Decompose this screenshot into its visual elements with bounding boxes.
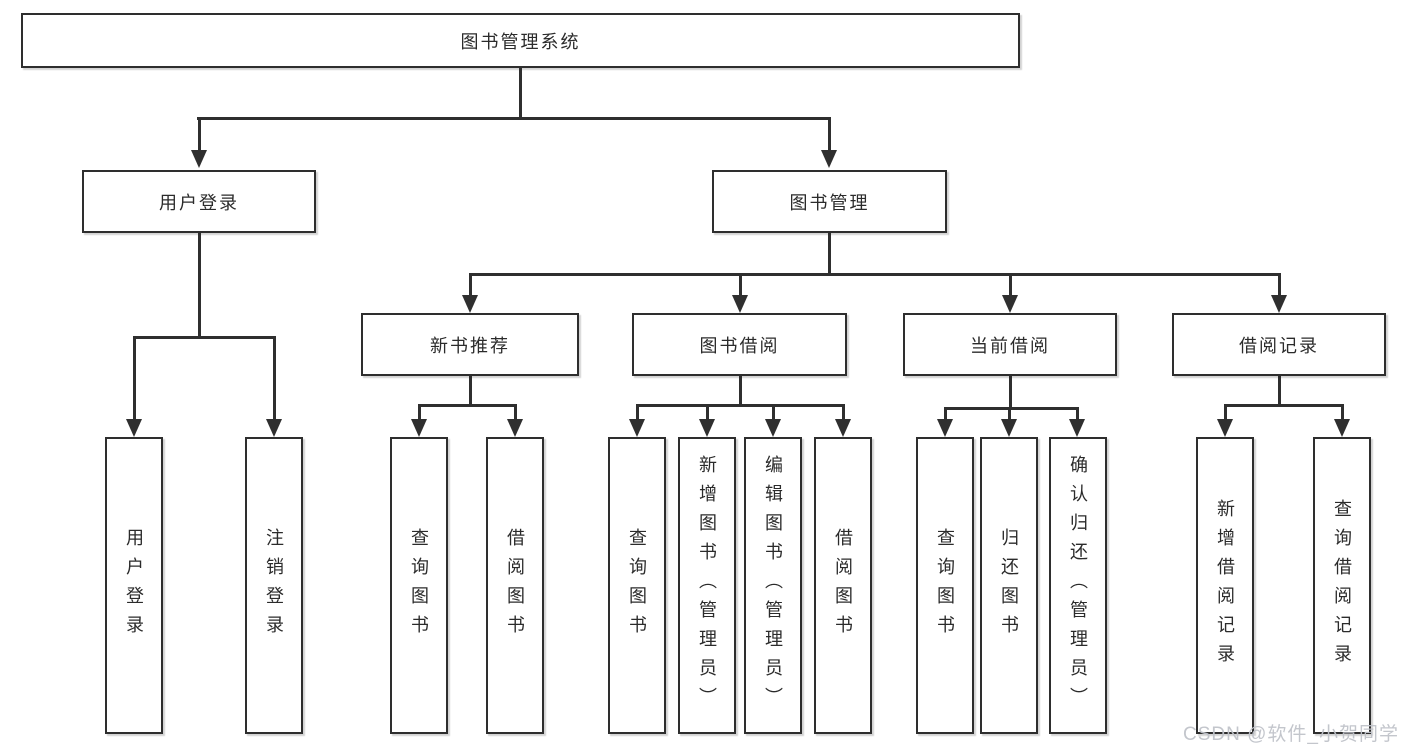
connector bbox=[1277, 273, 1281, 295]
leaf-records-add-record: 新增借阅记录 bbox=[1196, 437, 1254, 734]
arrowhead-icon bbox=[411, 419, 427, 437]
connector bbox=[771, 404, 775, 419]
arrowhead-icon bbox=[1271, 295, 1287, 313]
leaf-recommend-borrow-books: 借阅图书 bbox=[486, 437, 544, 734]
leaf-current-query-books-label: 查询图书 bbox=[935, 527, 955, 644]
leaf-borrow-edit-books-admin-label: 编辑图书（管理员） bbox=[763, 455, 783, 716]
leaf-current-query-books: 查询图书 bbox=[916, 437, 974, 734]
connector bbox=[1008, 273, 1012, 295]
node-user-login: 用户登录 bbox=[82, 170, 316, 233]
leaf-borrow-add-books-admin-label: 新增图书（管理员） bbox=[697, 455, 717, 716]
node-book-borrow: 图书借阅 bbox=[632, 313, 847, 376]
connector bbox=[1075, 407, 1079, 419]
connector bbox=[132, 336, 276, 339]
arrowhead-icon bbox=[765, 419, 781, 437]
arrowhead-icon bbox=[507, 419, 523, 437]
arrowhead-icon bbox=[1001, 419, 1017, 437]
leaf-borrow-add-books-admin: 新增图书（管理员） bbox=[678, 437, 736, 734]
arrowhead-icon bbox=[835, 419, 851, 437]
node-book-management-label: 图书管理 bbox=[789, 192, 870, 213]
connector bbox=[1277, 376, 1281, 404]
node-root-label: 图书管理系统 bbox=[460, 31, 581, 52]
connector bbox=[513, 404, 517, 419]
connector bbox=[197, 117, 831, 120]
leaf-current-confirm-return-admin: 确认归还（管理员） bbox=[1049, 437, 1107, 734]
connector bbox=[197, 233, 201, 336]
connector bbox=[468, 273, 1281, 276]
arrowhead-icon bbox=[937, 419, 953, 437]
node-new-book-recommend: 新书推荐 bbox=[361, 313, 579, 376]
leaf-records-query-record: 查询借阅记录 bbox=[1313, 437, 1371, 734]
leaf-borrow-query-books-label: 查询图书 bbox=[627, 527, 647, 644]
connector bbox=[705, 404, 709, 419]
arrowhead-icon bbox=[732, 295, 748, 313]
node-new-book-recommend-label: 新书推荐 bbox=[430, 335, 510, 356]
leaf-recommend-query-books-label: 查询图书 bbox=[409, 527, 429, 644]
leaf-user-login-label: 用户登录 bbox=[124, 527, 144, 644]
leaf-borrow-borrow-books: 借阅图书 bbox=[814, 437, 872, 734]
arrowhead-icon bbox=[126, 419, 142, 437]
node-borrow-records: 借阅记录 bbox=[1172, 313, 1386, 376]
connector bbox=[827, 117, 831, 150]
arrowhead-icon bbox=[1002, 295, 1018, 313]
leaf-current-confirm-return-admin-label: 确认归还（管理员） bbox=[1068, 455, 1088, 716]
connector bbox=[635, 404, 845, 407]
connector bbox=[943, 407, 1079, 410]
arrowhead-icon bbox=[266, 419, 282, 437]
connector bbox=[272, 336, 276, 419]
connector bbox=[197, 117, 201, 150]
leaf-borrow-query-books: 查询图书 bbox=[608, 437, 666, 734]
leaf-user-logout: 注销登录 bbox=[245, 437, 303, 734]
connector bbox=[417, 404, 421, 419]
connector bbox=[738, 273, 742, 295]
leaf-recommend-query-books: 查询图书 bbox=[390, 437, 448, 734]
leaf-borrow-borrow-books-label: 借阅图书 bbox=[833, 527, 853, 644]
arrowhead-icon bbox=[191, 150, 207, 168]
leaf-records-query-record-label: 查询借阅记录 bbox=[1332, 498, 1352, 673]
node-book-borrow-label: 图书借阅 bbox=[699, 335, 780, 356]
leaf-current-return-books: 归还图书 bbox=[980, 437, 1038, 734]
leaf-user-logout-label: 注销登录 bbox=[264, 527, 284, 644]
connector bbox=[1223, 404, 1227, 419]
connector bbox=[417, 404, 517, 407]
leaf-records-add-record-label: 新增借阅记录 bbox=[1215, 498, 1235, 673]
connector bbox=[519, 68, 522, 117]
leaf-borrow-edit-books-admin: 编辑图书（管理员） bbox=[744, 437, 802, 734]
connector bbox=[1007, 407, 1011, 419]
csdn-watermark: CSDN @软件_小贺同学 bbox=[1183, 724, 1399, 745]
leaf-recommend-borrow-books-label: 借阅图书 bbox=[505, 527, 525, 644]
node-current-borrow-label: 当前借阅 bbox=[970, 335, 1050, 356]
connector bbox=[1223, 404, 1344, 407]
leaf-user-login: 用户登录 bbox=[105, 437, 163, 734]
connector bbox=[635, 404, 639, 419]
arrowhead-icon bbox=[462, 295, 478, 313]
node-user-login-label: 用户登录 bbox=[159, 192, 239, 213]
arrowhead-icon bbox=[1334, 419, 1350, 437]
connector bbox=[1340, 404, 1344, 419]
leaf-current-return-books-label: 归还图书 bbox=[999, 527, 1019, 644]
node-current-borrow: 当前借阅 bbox=[903, 313, 1117, 376]
arrowhead-icon bbox=[1217, 419, 1233, 437]
connector bbox=[1008, 376, 1012, 407]
connector bbox=[132, 336, 136, 419]
connector bbox=[827, 233, 831, 273]
connector bbox=[943, 407, 947, 419]
node-book-management: 图书管理 bbox=[712, 170, 947, 233]
node-borrow-records-label: 借阅记录 bbox=[1239, 335, 1319, 356]
arrowhead-icon bbox=[1069, 419, 1085, 437]
connector bbox=[738, 376, 742, 404]
connector bbox=[468, 273, 472, 295]
connector bbox=[841, 404, 845, 419]
node-root: 图书管理系统 bbox=[21, 13, 1020, 68]
connector bbox=[468, 376, 472, 404]
arrowhead-icon bbox=[629, 419, 645, 437]
arrowhead-icon bbox=[699, 419, 715, 437]
arrowhead-icon bbox=[821, 150, 837, 168]
